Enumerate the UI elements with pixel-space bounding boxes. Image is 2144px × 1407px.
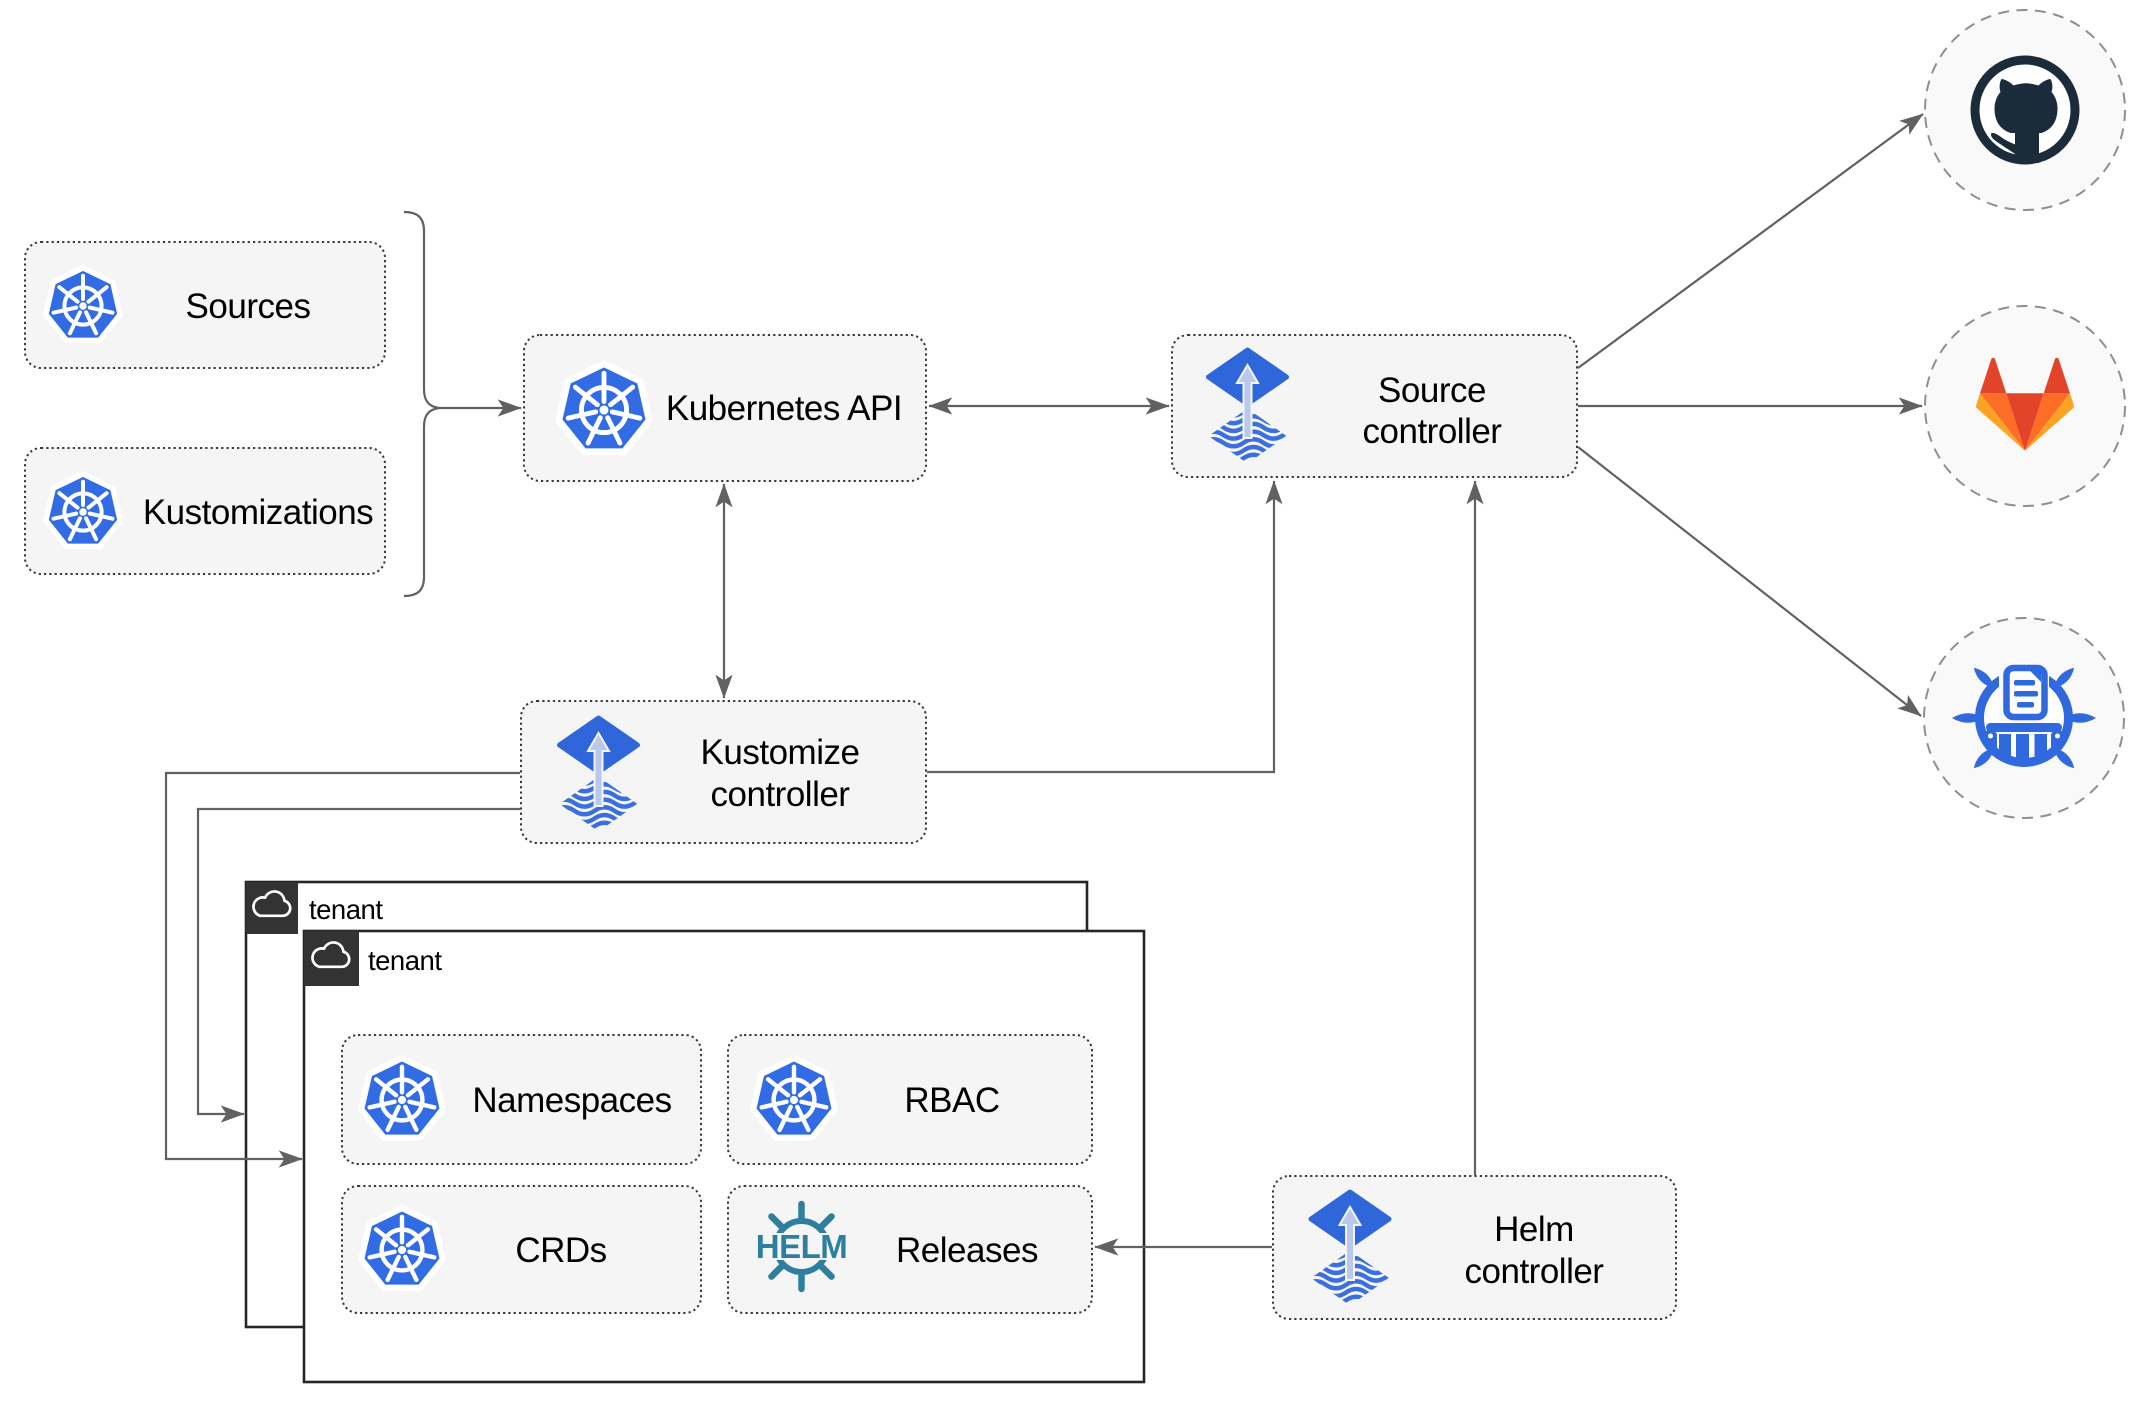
svg-text:Kubernetes API: Kubernetes API xyxy=(666,389,902,428)
svg-text:controller: controller xyxy=(1465,1252,1605,1291)
svg-text:controller: controller xyxy=(1363,412,1503,451)
svg-text:Source: Source xyxy=(1378,371,1486,410)
svg-text:tenant: tenant xyxy=(368,945,442,976)
svg-text:CRDs: CRDs xyxy=(515,1231,606,1270)
svg-text:Releases: Releases xyxy=(896,1231,1038,1270)
svg-text:tenant: tenant xyxy=(309,894,383,925)
svg-text:Helm: Helm xyxy=(1494,1210,1574,1249)
svg-text:Sources: Sources xyxy=(186,287,311,326)
svg-text:Kustomize: Kustomize xyxy=(701,733,860,772)
svg-text:Namespaces: Namespaces xyxy=(472,1081,671,1120)
svg-text:controller: controller xyxy=(711,775,851,814)
svg-text:RBAC: RBAC xyxy=(904,1081,999,1120)
svg-text:Kustomizations: Kustomizations xyxy=(143,493,373,532)
